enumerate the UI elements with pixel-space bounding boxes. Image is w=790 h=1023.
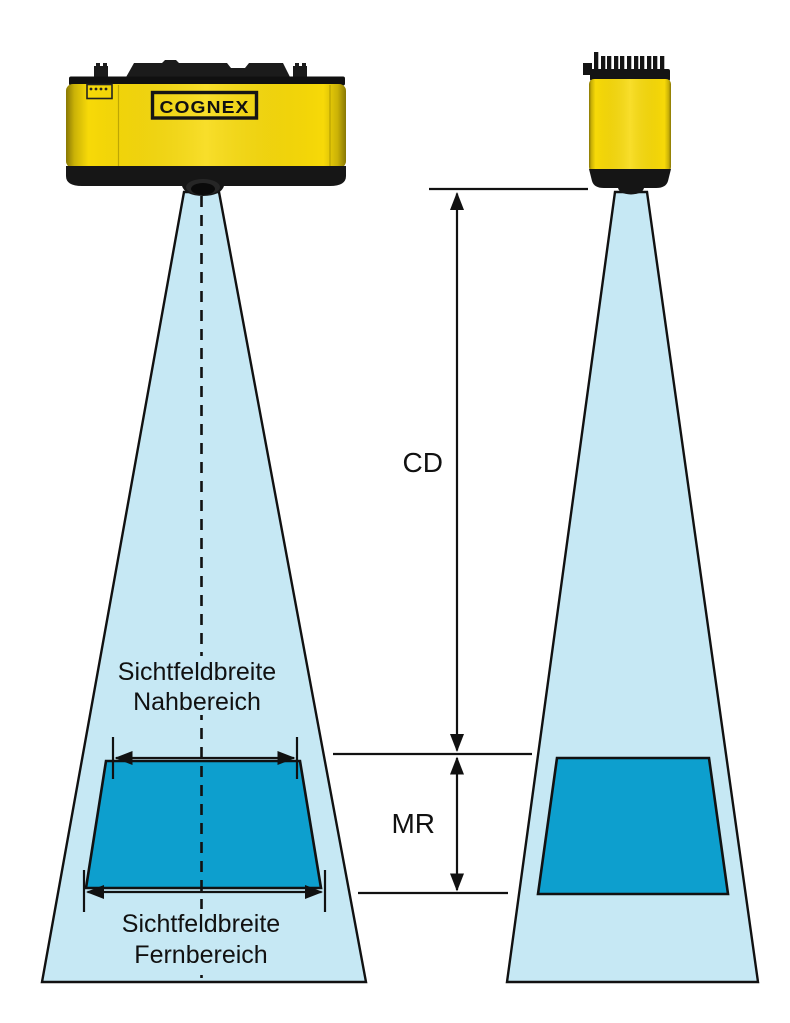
left-camera-lens bbox=[191, 183, 215, 195]
left-camera-connector-left bbox=[94, 63, 108, 78]
led-dot bbox=[99, 87, 103, 91]
cognex-logo: COGNEX bbox=[150, 90, 259, 120]
left-camera-connector-right bbox=[293, 63, 307, 78]
led-dot bbox=[104, 87, 108, 91]
right-camera-body-shading bbox=[589, 79, 671, 172]
fov-near-label-line2: Nahbereich bbox=[133, 688, 261, 716]
left-camera-top-bar bbox=[69, 76, 345, 86]
mr-dimension: MR bbox=[333, 752, 532, 895]
led-dot bbox=[94, 87, 98, 91]
measuring-field-left bbox=[84, 759, 323, 890]
right-camera-bottom-cap bbox=[589, 169, 671, 195]
led-indicator-panel bbox=[86, 83, 113, 100]
fov-near-label-backing bbox=[112, 656, 284, 715]
fov-near-width-arrow bbox=[111, 737, 299, 779]
led-dot bbox=[89, 87, 93, 91]
measuring-field-right bbox=[536, 756, 730, 896]
cd-dimension: CD bbox=[403, 187, 588, 752]
mr-label: MR bbox=[391, 808, 435, 839]
fov-near-label-line1: Sichtfeldbreite bbox=[118, 658, 276, 686]
left-camera-front: COGNEX bbox=[66, 60, 346, 196]
cd-label: CD bbox=[403, 447, 443, 478]
cognex-logo-text: COGNEX bbox=[160, 97, 250, 117]
fov-far-label-line2: Fernbereich bbox=[134, 941, 267, 969]
right-camera-side bbox=[583, 52, 671, 195]
fov-far-label-line1: Sichtfeldbreite bbox=[122, 910, 280, 938]
fov-far-width-arrow bbox=[82, 870, 327, 912]
left-camera-body-shading bbox=[66, 84, 346, 168]
right-camera-heatsink-fins bbox=[583, 52, 670, 81]
cognex-logo-frame bbox=[150, 90, 259, 120]
left-camera-top-plate bbox=[125, 60, 291, 79]
fov-far-label-backing bbox=[115, 909, 289, 967]
